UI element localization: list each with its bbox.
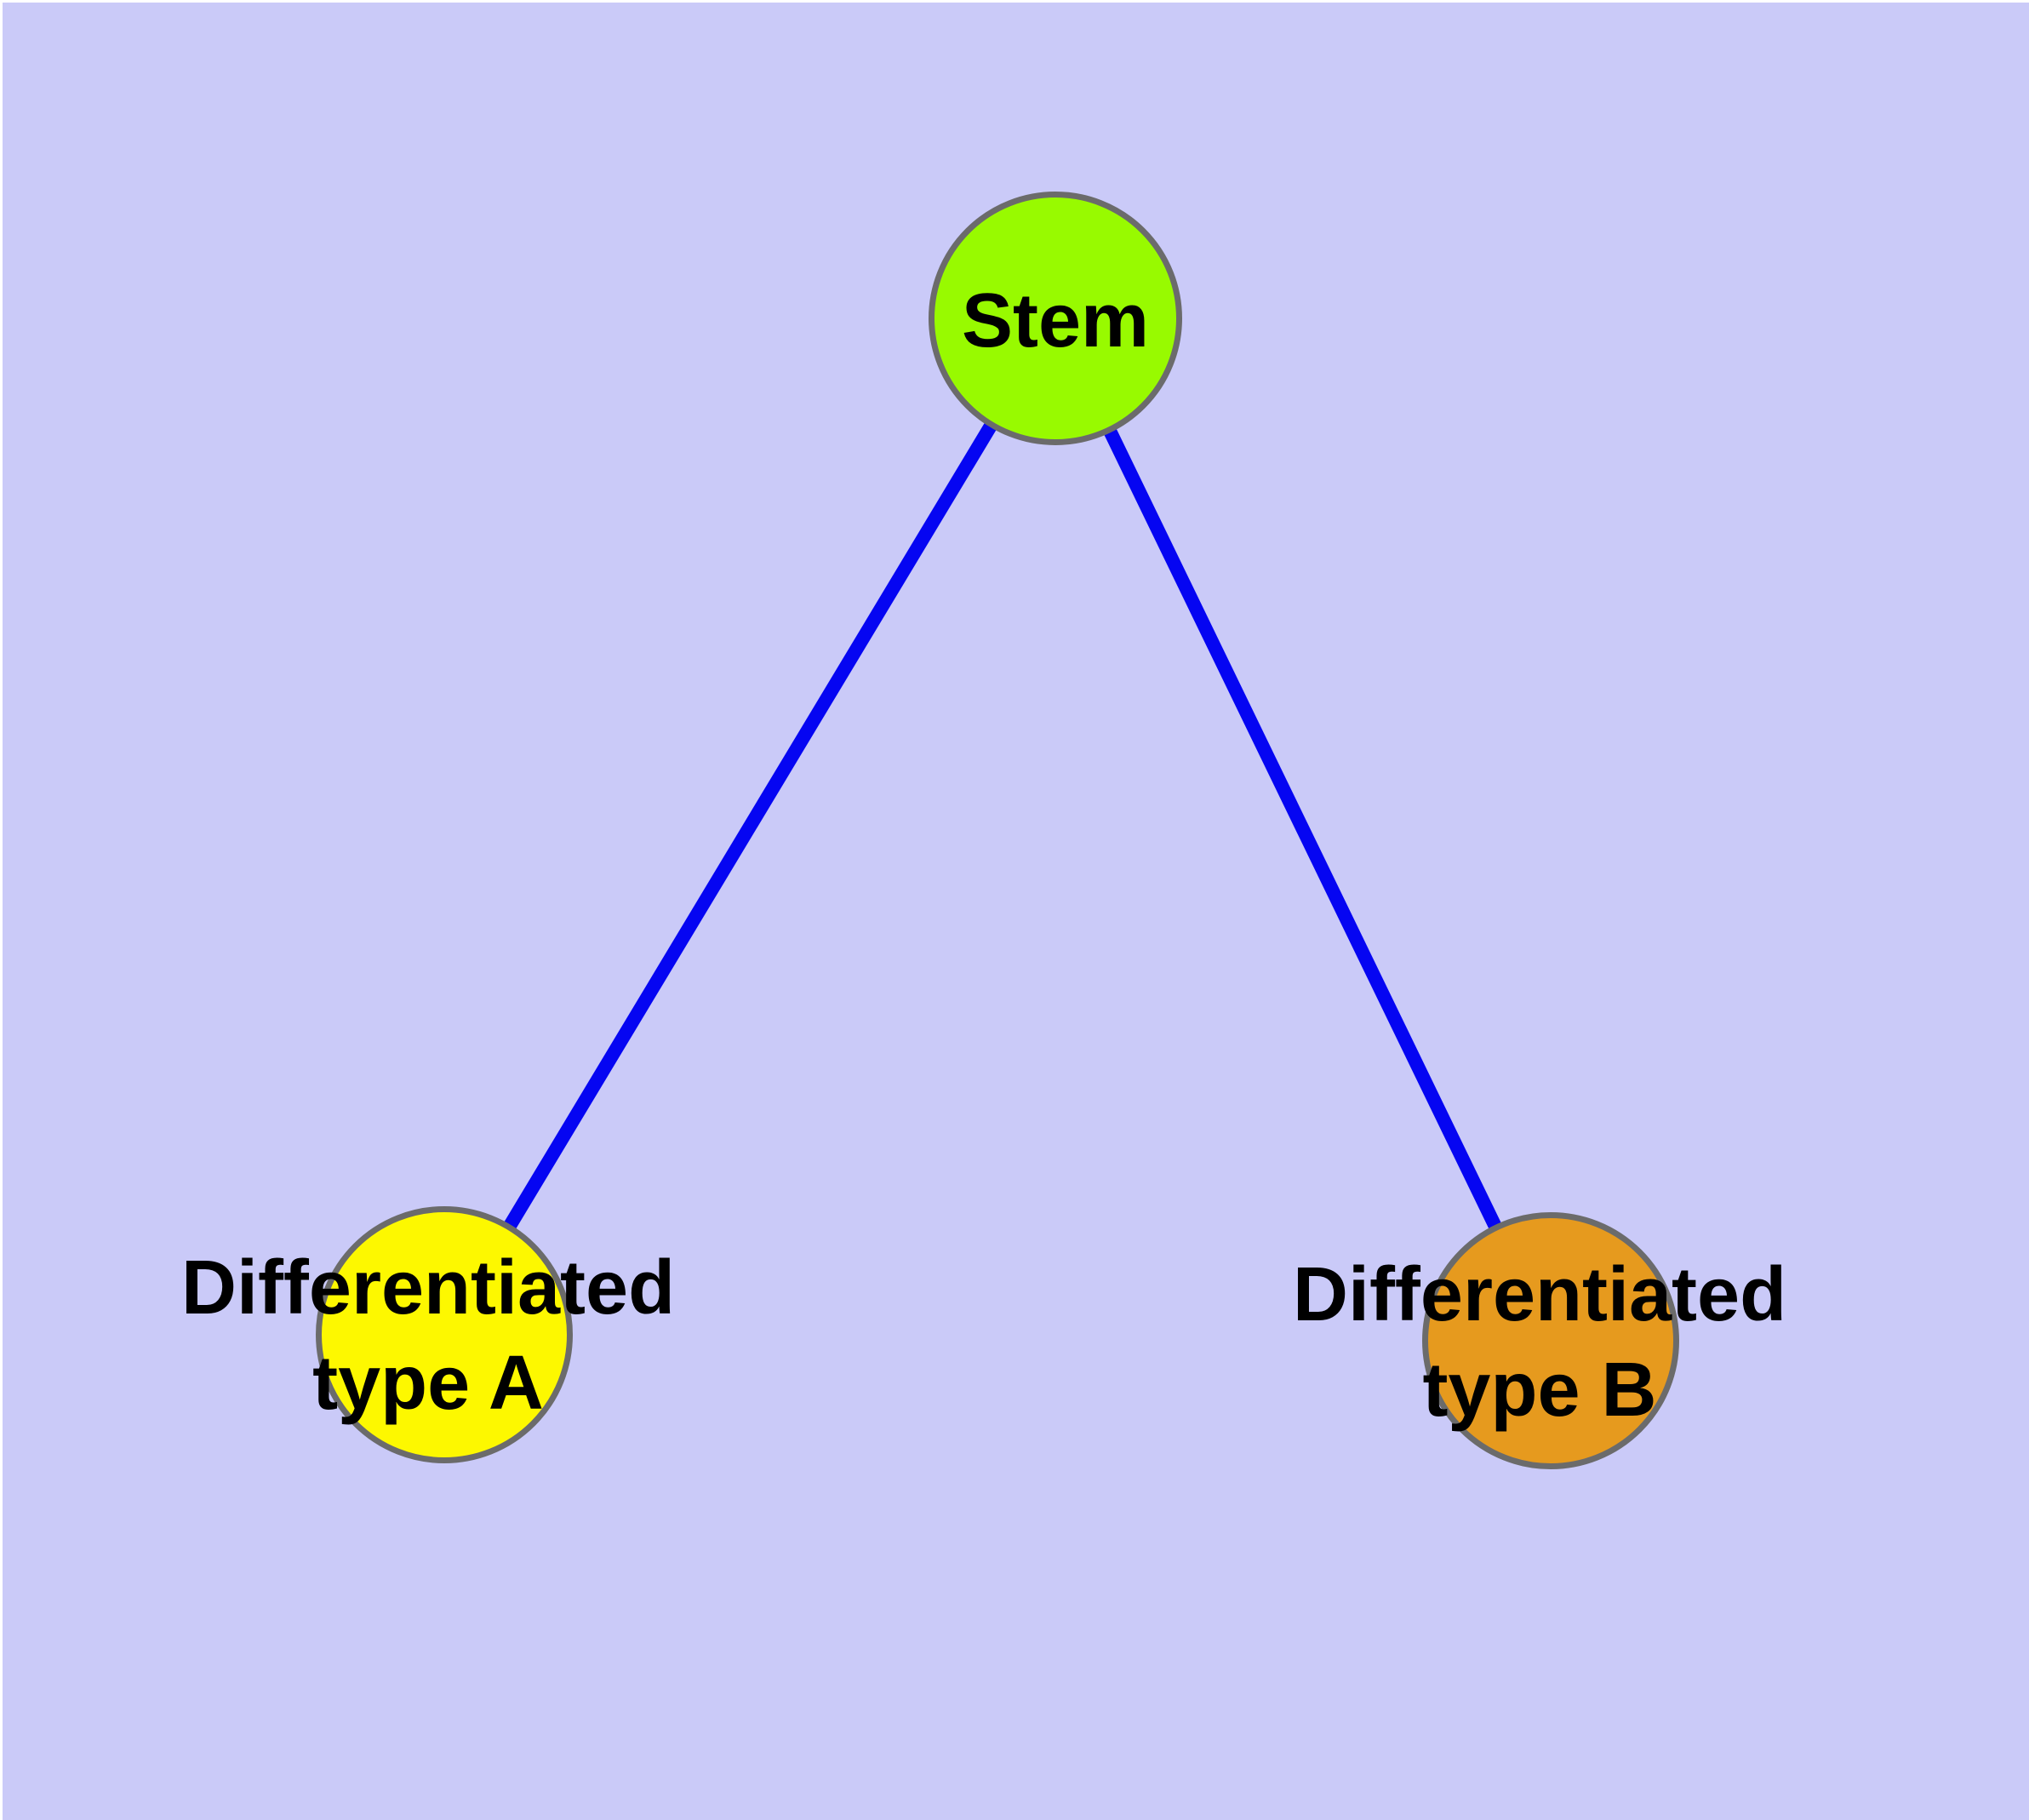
- node-stem-circle: [929, 192, 1182, 445]
- node-type-b-label-line-1: Differentiated: [1292, 1252, 1787, 1337]
- node-type-b-label-line-2: type B: [1422, 1348, 1657, 1433]
- node-differentiated-type-a-circle: [316, 1206, 573, 1463]
- node-stem-label: Stem: [962, 273, 1149, 369]
- node-differentiated-type-b-label: Differentiated type B: [1293, 1247, 1786, 1438]
- node-type-a-label-line-1: Differentiated: [180, 1245, 676, 1331]
- node-stem-label-line: Stem: [961, 278, 1150, 363]
- edge-stem-to-type-a: [438, 314, 1061, 1339]
- node-differentiated-type-a-label: Differentiated type A: [181, 1240, 675, 1431]
- node-differentiated-type-b-circle: [1422, 1212, 1679, 1469]
- node-type-a-label-line-2: type A: [312, 1341, 544, 1426]
- diagram-canvas: Stem Differentiated type A Differentiate…: [3, 3, 2029, 1820]
- edge-layer: [438, 314, 1557, 1344]
- edge-stem-to-type-b: [1049, 315, 1557, 1344]
